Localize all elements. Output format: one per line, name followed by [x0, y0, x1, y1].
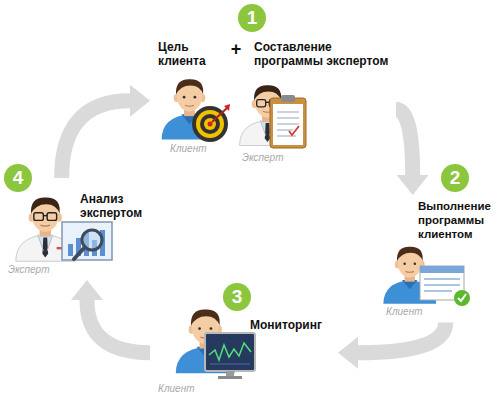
clipboard-icon — [270, 95, 306, 148]
arrow-head — [338, 337, 358, 369]
arrow-head — [397, 175, 429, 195]
step-group: Составление программы экспертомЭксперт — [232, 38, 396, 168]
cycle-arrow — [71, 280, 150, 353]
cycle-arrow — [62, 85, 150, 178]
step-title: Цель клиента — [158, 40, 220, 69]
arrow-head — [71, 280, 103, 300]
role-caption: Клиент — [386, 306, 436, 318]
plus-sign: + — [229, 40, 243, 60]
step-number: 3 — [223, 283, 251, 311]
arrow-head — [130, 85, 150, 117]
target-icon — [192, 104, 230, 142]
role-caption: Клиент — [158, 383, 208, 395]
step-group: Цель клиентаКлиент — [150, 38, 228, 159]
role-caption: Эксперт — [8, 264, 58, 276]
role-caption: Эксперт — [242, 152, 292, 164]
step-number: 4 — [4, 164, 32, 192]
step-group: МониторингКлиент — [150, 298, 338, 399]
cycle-arrow — [396, 110, 429, 196]
step-title: Анализ экспертом — [80, 192, 150, 221]
step-title: Выполнение программы клиентом — [418, 200, 496, 241]
step-number-badges — [4, 4, 469, 311]
cycle-arrow — [338, 322, 446, 368]
monitor-icon — [205, 333, 255, 379]
analysis-board-icon — [62, 222, 112, 260]
step-title: Мониторинг — [250, 318, 334, 332]
step-group: Выполнение программы клиентомКлиент — [382, 195, 500, 322]
step-group: Анализ экспертомЭксперт — [5, 178, 154, 280]
arrow-shaft — [62, 101, 130, 178]
arrow-shaft — [358, 322, 446, 352]
step-title: Составление программы экспертом — [254, 40, 392, 69]
document-icon — [420, 266, 470, 306]
step-number: 2 — [441, 164, 469, 192]
arrow-shaft — [87, 300, 150, 353]
step-number: 1 — [238, 4, 266, 32]
arrow-shaft — [396, 110, 413, 176]
role-caption: Клиент — [170, 143, 220, 155]
